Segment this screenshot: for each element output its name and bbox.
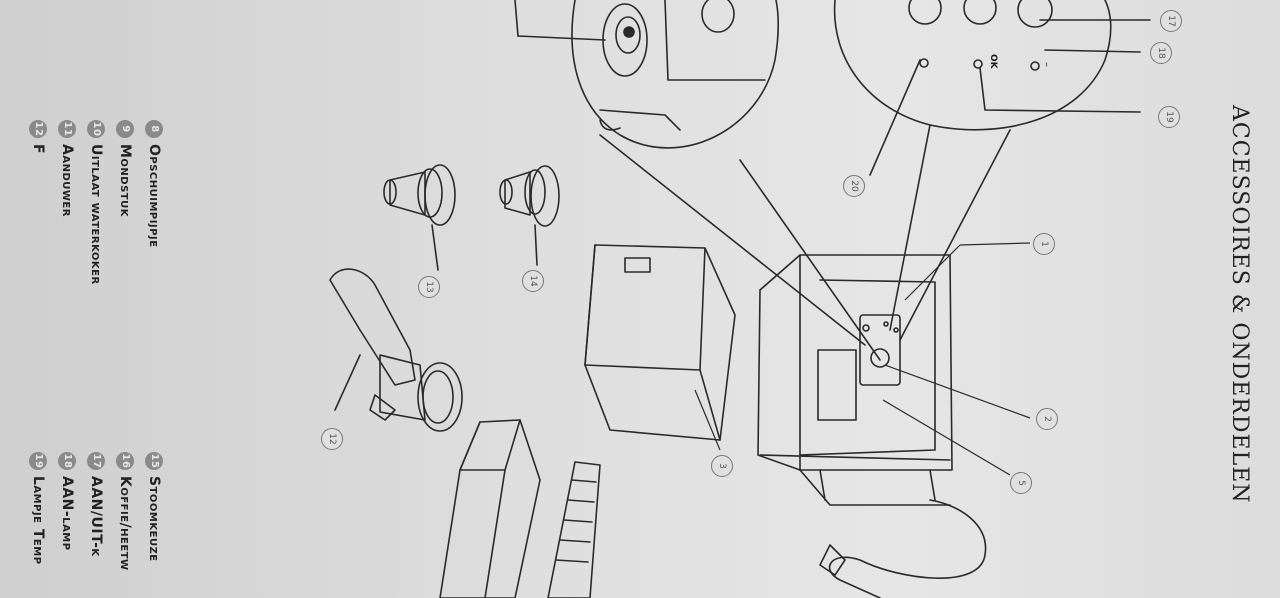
filter-double: [424, 164, 456, 226]
panel-led-temp: [919, 58, 929, 68]
portafilter: [329, 268, 416, 386]
legend-item: 12F: [23, 120, 52, 285]
panel-label-ok: OK: [988, 54, 998, 69]
legend-label: Koffie/heetw: [117, 476, 133, 571]
legend-label: Aanduwer: [59, 144, 75, 217]
callout-3: 3: [711, 455, 733, 477]
legend-label: Uitlaat waterkoker: [88, 144, 104, 285]
page-title: ACCESSOIRES & ONDERDELEN: [1227, 105, 1252, 504]
callout-2: 2: [1036, 408, 1058, 430]
legend-label: F: [30, 144, 46, 155]
power-cord: [828, 499, 987, 598]
group-head-zoom-circle: [571, 0, 779, 149]
callout-1: 1: [1033, 233, 1055, 255]
legend-item: 17AAN/UIT-k: [81, 452, 110, 571]
legend-number-badge: 17: [87, 452, 105, 470]
legend-number-badge: 18: [58, 452, 76, 470]
legend-item: 19Lampje Temp: [23, 452, 52, 571]
panel-label-dash: –: [1041, 62, 1052, 67]
callout-12: 12: [321, 428, 343, 450]
legend-item: 11Aanduwer: [52, 120, 81, 285]
legend-label: Lampje Temp: [30, 476, 46, 565]
callout-18: 18: [1150, 42, 1172, 64]
panel-button-1: [908, 0, 942, 25]
legend-number-badge: 16: [116, 452, 134, 470]
legend-item: 8Opschuimpijpje: [139, 120, 168, 285]
callout-17: 17: [1160, 10, 1182, 32]
filter-single: [530, 165, 560, 227]
legend-item: 10Uitlaat waterkoker: [81, 120, 110, 285]
legend-label: AAN-lamp: [59, 476, 75, 551]
legend-number-badge: 10: [87, 120, 105, 138]
panel-led-on: [1030, 61, 1040, 71]
legend-number-badge: 19: [29, 452, 47, 470]
callout-19: 19: [1158, 106, 1180, 128]
legend-item: 18AAN-lamp: [52, 452, 81, 571]
panel-zoom-circle: [833, 0, 1112, 131]
callout-14: 14: [522, 270, 544, 292]
legend-label: AAN/UIT-k: [88, 476, 104, 557]
drip-grid: [547, 461, 601, 598]
legend-item: 9Mondstuk: [110, 120, 139, 285]
legend-number-badge: 11: [58, 120, 76, 138]
panel-button-2: [963, 0, 997, 25]
legend-number-badge: 9: [116, 120, 134, 138]
water-tank: [584, 244, 736, 441]
legend-item: 16Koffie/heetw: [110, 452, 139, 571]
legend-number-badge: 12: [29, 120, 47, 138]
callout-20: 20: [843, 175, 865, 197]
legend-label: Stoomkeuze: [146, 476, 162, 562]
legend-item: 15Stoomkeuze: [139, 452, 168, 571]
legend-label: Opschuimpijpje: [146, 144, 162, 248]
panel-button-3: [1017, 0, 1053, 28]
legend-label: Mondstuk: [117, 144, 133, 217]
panel-led-ok: [973, 59, 983, 69]
machine-body: [799, 254, 953, 471]
legend-number-badge: 8: [145, 120, 163, 138]
callout-5: 5: [1010, 472, 1032, 494]
drip-tray: [439, 419, 541, 598]
callout-13: 13: [418, 276, 440, 298]
legend-number-badge: 15: [145, 452, 163, 470]
